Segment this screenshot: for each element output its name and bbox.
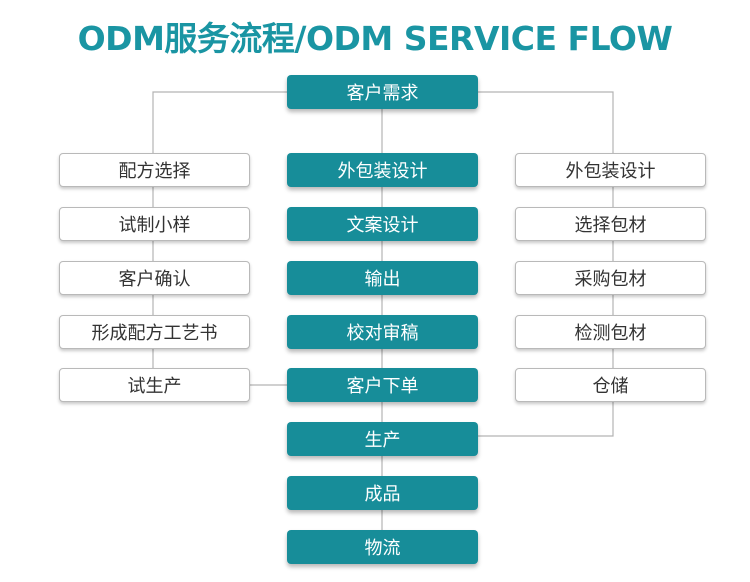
left-step-customer-confirm: 客户确认 xyxy=(59,261,250,295)
flow-step-proofreading: 校对审稿 xyxy=(287,315,478,349)
flow-step-packaging-design: 外包装设计 xyxy=(287,153,478,187)
right-top-connector xyxy=(478,91,614,153)
right-step-select-packaging: 选择包材 xyxy=(515,207,706,241)
right-step-packaging-design: 外包装设计 xyxy=(515,153,706,187)
flow-step-production: 生产 xyxy=(287,422,478,456)
left-top-connector xyxy=(152,91,287,153)
right-step-warehousing: 仓储 xyxy=(515,368,706,402)
flow-step-customer-demand: 客户需求 xyxy=(287,75,478,109)
left-step-process-document: 形成配方工艺书 xyxy=(59,315,250,349)
left-step-sample-trial: 试制小样 xyxy=(59,207,250,241)
left-step-formula-selection: 配方选择 xyxy=(59,153,250,187)
flow-step-logistics: 物流 xyxy=(287,530,478,564)
page-title: ODM服务流程/ODM SERVICE FLOW xyxy=(77,19,673,58)
flow-step-copywriting: 文案设计 xyxy=(287,207,478,241)
flow-step-output: 输出 xyxy=(287,261,478,295)
right-step-purchase-packaging: 采购包材 xyxy=(515,261,706,295)
flow-step-finished-product: 成品 xyxy=(287,476,478,510)
left-step-trial-production: 试生产 xyxy=(59,368,250,402)
right-merge-connector xyxy=(478,402,614,437)
right-step-inspect-packaging: 检测包材 xyxy=(515,315,706,349)
flow-step-customer-order: 客户下单 xyxy=(287,368,478,402)
